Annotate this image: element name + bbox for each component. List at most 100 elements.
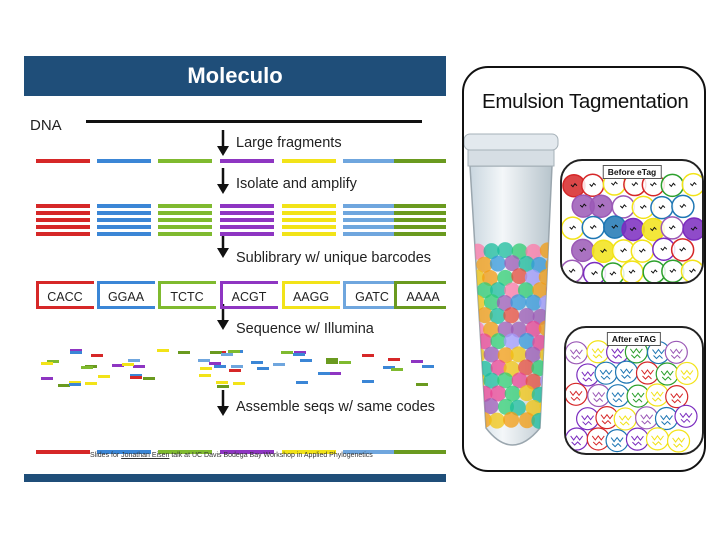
droplet: [665, 385, 689, 409]
dna-fragment-mark: [592, 391, 606, 403]
bead: [510, 346, 527, 363]
bead: [482, 398, 499, 415]
dna-fragment-mark: [569, 225, 577, 230]
credit-prefix: Slides for: [90, 452, 122, 459]
sequencing-read: [251, 360, 264, 364]
droplet: [614, 360, 639, 384]
sequencing-read: [130, 376, 143, 380]
moleculo-title-bar: Moleculo: [24, 56, 446, 96]
bead: [525, 294, 542, 311]
bead: [518, 385, 535, 402]
assembled-sequence: [97, 450, 151, 454]
moleculo-bottom-bar: [24, 474, 446, 482]
dna-fragment-mark: [660, 414, 673, 426]
bead: [490, 333, 507, 350]
bead: [518, 307, 535, 324]
dna-fragment-mark: [689, 268, 696, 274]
dna-fragment-mark: [669, 268, 677, 274]
amplified-fragment: [158, 232, 212, 236]
dna-fragment-mark: [660, 370, 674, 381]
droplet: [613, 407, 637, 431]
bead: [497, 372, 514, 389]
droplet: [675, 361, 699, 386]
bead: [511, 268, 528, 285]
droplet: [645, 383, 669, 407]
dna-fragment-mark: [652, 348, 665, 360]
before-etag-droplets: [562, 172, 702, 282]
dna-fragment-mark: [690, 226, 698, 231]
bead: [524, 269, 541, 286]
bead: [518, 333, 535, 350]
dna-fragment-mark: [579, 247, 587, 253]
sequencing-read: [91, 354, 104, 358]
dna-fragment-mark: [640, 414, 654, 425]
dna-label: DNA: [30, 117, 62, 134]
bead: [476, 282, 493, 299]
amplified-fragment: [394, 204, 446, 208]
sequencing-read: [129, 373, 142, 377]
bead: [518, 255, 535, 272]
bead: [545, 359, 552, 376]
sequencing-read: [325, 358, 338, 362]
sequencing-read: [387, 358, 400, 362]
amplified-fragment: [36, 225, 90, 229]
bead: [545, 308, 552, 325]
barcode-aaaa: AAAA: [394, 281, 446, 309]
sequencing-read: [292, 353, 305, 357]
dna-fragment-mark: [680, 369, 694, 381]
sequencing-read: [156, 349, 169, 353]
bead: [531, 412, 548, 429]
droplet: [594, 361, 618, 385]
amplified-fragment: [394, 225, 446, 229]
dna-fragment-mark: [650, 391, 664, 402]
dna-fragment-mark: [670, 392, 684, 404]
amplified-fragment: [36, 232, 90, 236]
dna-fragment-mark: [629, 226, 637, 232]
down-arrow-icon: [217, 390, 229, 416]
amplified-fragment: [97, 211, 151, 215]
amplified-fragment: [343, 225, 397, 229]
sequencing-read: [127, 359, 140, 363]
sequencing-read: [68, 381, 81, 385]
after-etag-box: After eTAG: [564, 326, 704, 455]
dna-fragment-mark: [611, 224, 619, 229]
amplified-fragment: [220, 204, 274, 208]
after-etag-droplets: [566, 340, 699, 453]
bead: [482, 269, 499, 286]
droplet: [674, 404, 698, 428]
large-fragment: [158, 159, 212, 163]
sequencing-read: [80, 366, 93, 370]
sequencing-read: [215, 381, 228, 385]
bead: [489, 412, 506, 429]
droplet: [566, 427, 589, 451]
dna-fragment-mark: [660, 246, 668, 252]
sequencing-read: [69, 348, 82, 352]
dna-fragment-mark: [651, 435, 664, 446]
barcode-text: GGAA: [107, 290, 145, 304]
assembled-sequence: [282, 450, 336, 454]
bead: [483, 243, 500, 260]
sequencing-read: [198, 358, 211, 362]
sequencing-read: [317, 372, 330, 376]
barcode-acgt: ACGT: [220, 281, 278, 309]
dna-fragment-mark: [589, 182, 597, 188]
sequencing-read: [229, 369, 242, 373]
sequencing-read: [361, 380, 374, 384]
barcode-aagg: AAGG: [282, 281, 340, 309]
emulsion-tube-image: [464, 133, 559, 446]
bead: [518, 359, 535, 376]
amplified-fragment: [97, 218, 151, 222]
dna-fragment-mark: [620, 368, 633, 379]
dna-fragment-mark: [611, 348, 625, 359]
bead: [511, 372, 528, 389]
dna-fragment-mark: [679, 247, 686, 252]
assembled-sequence: [36, 450, 90, 454]
dna-fragment-mark: [620, 248, 627, 253]
credit-suffix: talk at UC Davis Bodega Bay Workshop in …: [169, 452, 373, 459]
barcode-ggaa: GGAA: [97, 281, 155, 309]
sequencing-read: [339, 361, 352, 365]
dna-fragment-mark: [591, 347, 605, 359]
bead: [545, 385, 552, 402]
barcode-tctc: TCTC: [158, 281, 216, 309]
amplified-fragment: [282, 204, 336, 208]
